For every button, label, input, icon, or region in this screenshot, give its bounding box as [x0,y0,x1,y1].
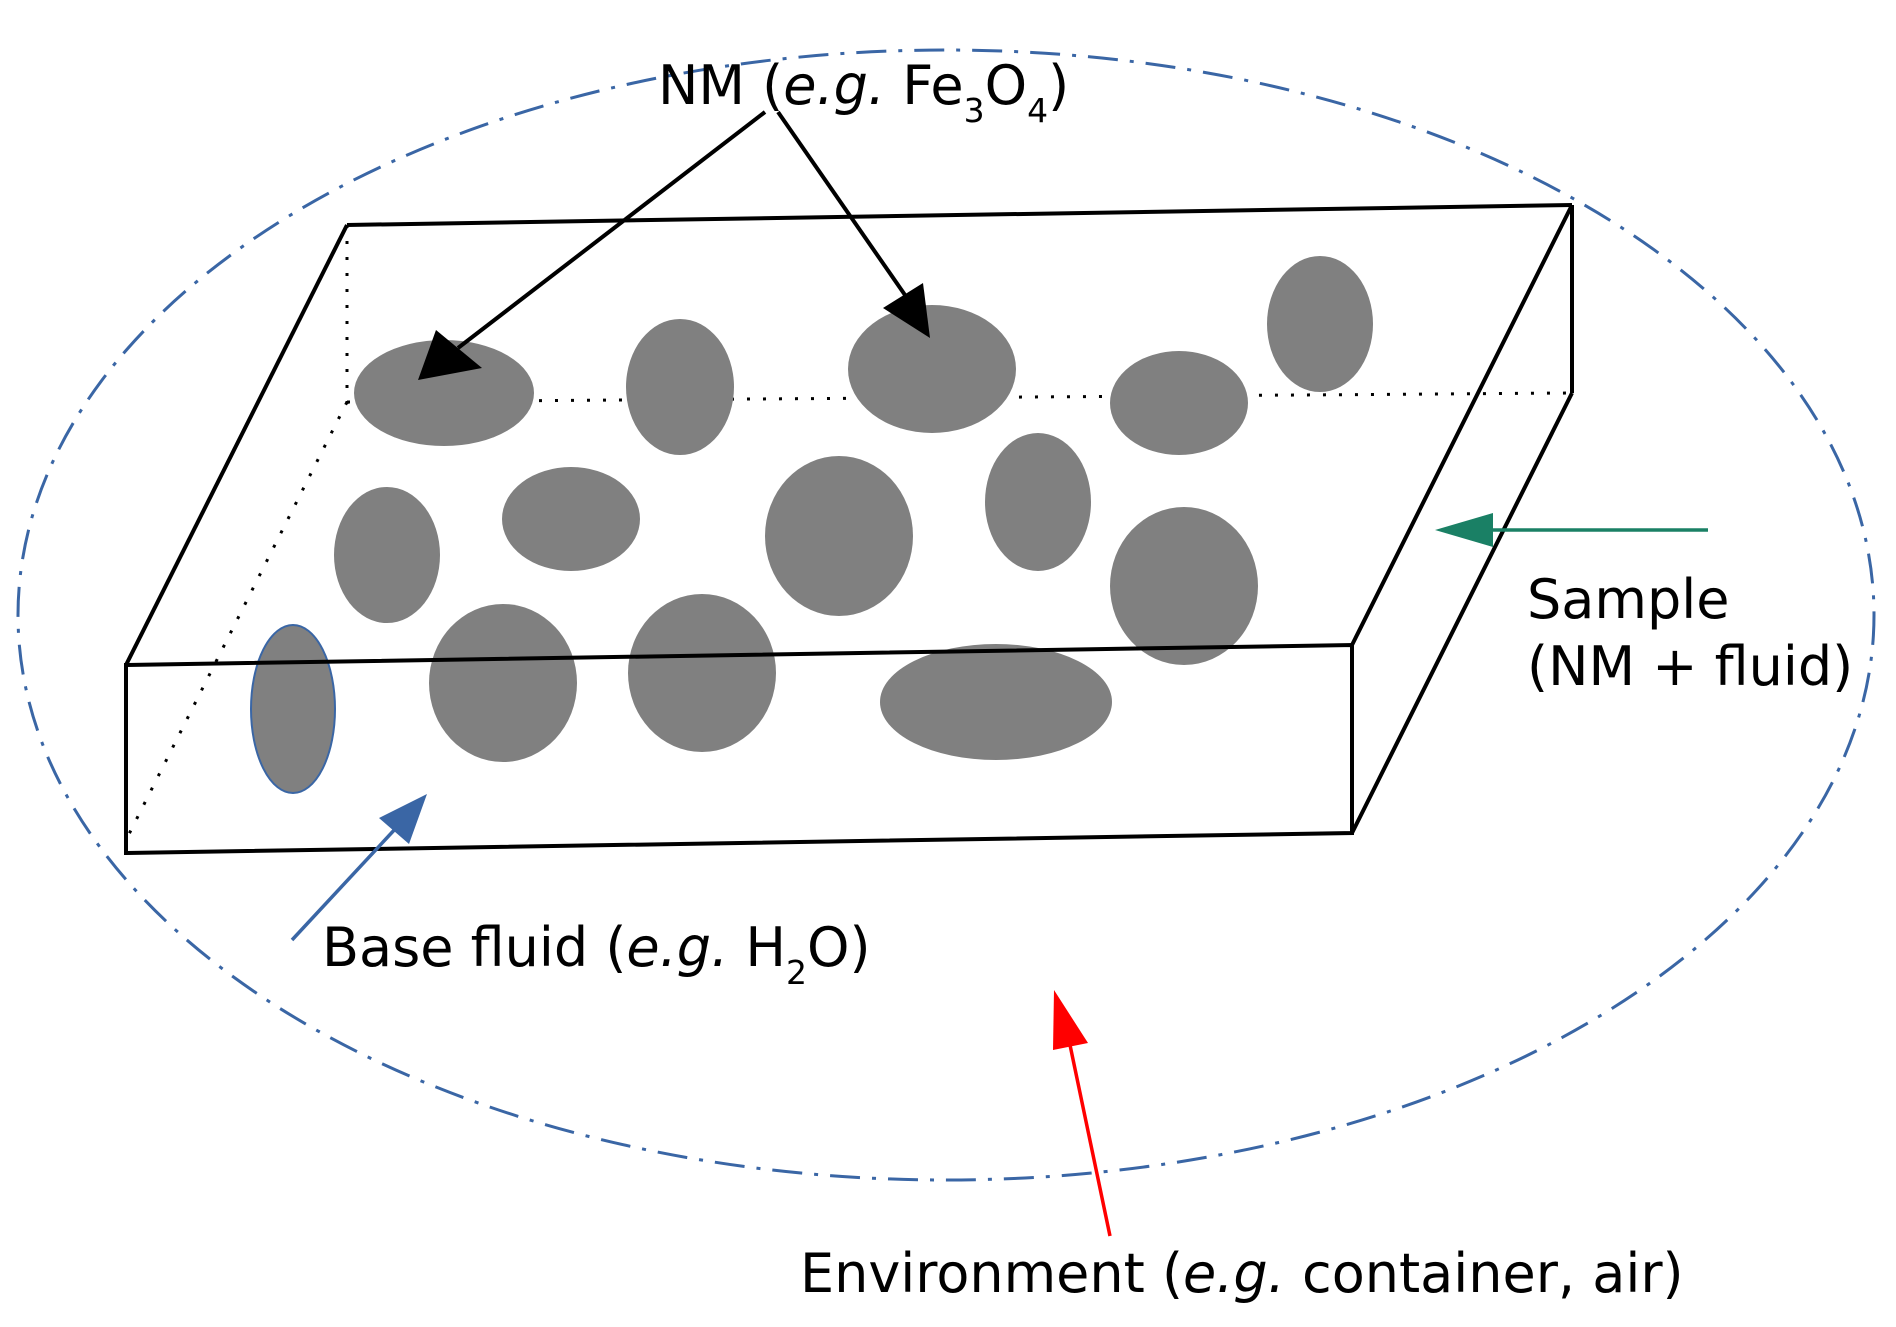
nanoparticle [250,624,336,794]
nanoparticle [429,604,577,762]
environment-arrow [1053,990,1112,1237]
nanoparticle [1110,351,1248,455]
environment-label: Environment (e.g. container, air) [800,1242,1684,1305]
nanoparticle [1267,256,1373,392]
nanoparticle [765,456,913,616]
nm-arrow-right-shaft [776,110,907,297]
sample-label-line1: Sample [1527,568,1729,631]
nm-arrow-right-head [883,283,930,338]
nm-arrow-left-head [418,330,482,380]
box-hidden-edges [124,225,1573,841]
sample-arrow [1435,513,1708,547]
sample-box [124,203,1574,856]
nanoparticle [880,644,1112,760]
environment-boundary [16,48,1876,1182]
nanoparticle [848,305,1016,433]
nanoparticle [354,340,534,446]
nanoparticles [250,256,1373,794]
nm-label: NM (e.g. Fe3O4) [658,54,1069,130]
nanoparticle [626,319,734,455]
nm-arrow-left-shaft [456,110,767,350]
nanoparticle [502,467,640,571]
base-fluid-label: Base fluid (e.g. H2O) [322,916,871,992]
base-fluid-arrow [290,794,427,942]
sample-label-line2: (NM + fluid) [1527,635,1853,698]
nanoparticle [985,433,1091,571]
nanoparticle [628,594,776,752]
nm-arrows [418,110,930,380]
nanoparticle [334,487,440,623]
nanoparticle [1110,507,1258,665]
